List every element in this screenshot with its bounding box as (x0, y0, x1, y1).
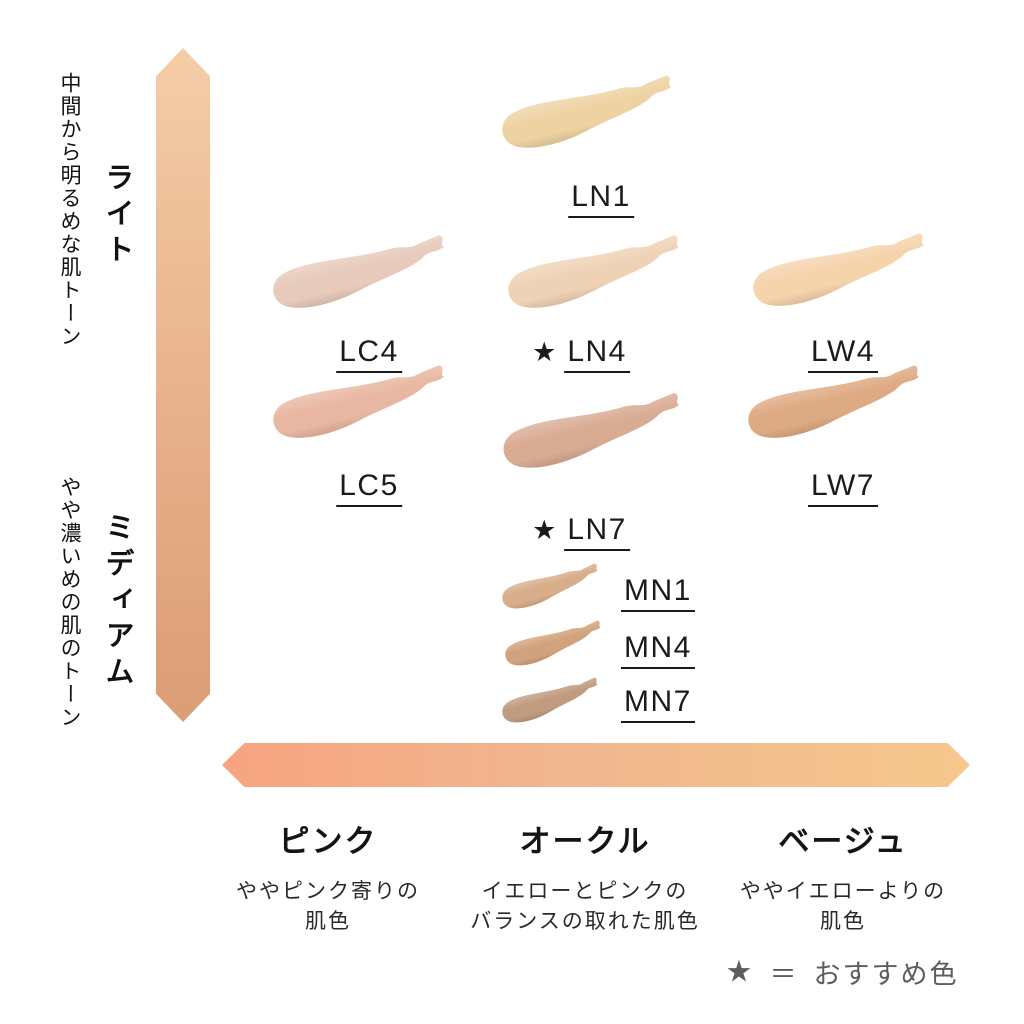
shade-label-ln1[interactable]: LN1 (568, 180, 634, 218)
shade-label-lc4[interactable]: LC4 (336, 335, 402, 373)
recommended-star-icon: ★ (532, 515, 557, 545)
category-description-line: ややイエローよりの (739, 880, 947, 903)
category-description-ochre: イエローとピンクのバランスの取れた肌色 (470, 877, 700, 937)
swatch-smear-lc4 (268, 234, 451, 314)
vertical-axis-bottom-label: ミディアム (101, 512, 133, 692)
category-description-beige: ややイエローよりの肌色 (740, 877, 946, 937)
recommended-legend: ★ ＝ おすすめ色 (726, 953, 959, 992)
swatch-smear-mn7 (499, 677, 603, 727)
shade-label-mn1[interactable]: MN1 (621, 574, 695, 612)
swatch-smear-ln1 (497, 75, 678, 154)
undertone-category-ochre: オークルイエローとピンクのバランスの取れた肌色 (470, 816, 700, 937)
shade-code: LW4 (808, 335, 878, 373)
category-description-line: 肌色 (305, 910, 351, 933)
category-description-line: ややピンク寄りの (236, 880, 420, 903)
undertone-category-pink: ピンクややピンク寄りの肌色 (236, 816, 420, 937)
vertical-axis-bottom-sublabel: やや濃いめの肌のトーン (58, 476, 81, 729)
swatch-smear-lc5 (268, 364, 451, 444)
shade-code: MN1 (621, 574, 695, 612)
shade-label-mn4[interactable]: MN4 (621, 631, 695, 669)
undertone-category-beige: ベージュややイエローよりの肌色 (740, 816, 946, 937)
category-heading-pink: ピンク (278, 824, 378, 859)
star-icon: ★ (725, 955, 755, 989)
shade-code: LC5 (336, 469, 402, 507)
category-heading-beige: ベージュ (778, 824, 908, 859)
swatch-smear-lw4 (748, 232, 931, 312)
swatch-smear-mn1 (499, 563, 603, 613)
legend-equals: ＝ (769, 959, 799, 990)
legend-text: おすすめ色 (813, 959, 959, 990)
category-description-line: イエローとピンクの (481, 880, 689, 903)
shade-code: LC4 (336, 335, 402, 373)
vertical-axis-top-label: ライト (101, 162, 133, 270)
shade-label-ln4[interactable]: ★LN4 (532, 335, 630, 373)
shade-label-lw4[interactable]: LW4 (808, 335, 878, 373)
shade-code: MN7 (621, 685, 695, 723)
shade-label-ln7[interactable]: ★LN7 (532, 513, 630, 551)
vertical-axis-top-sublabel: 中間から明るめな肌トーン (58, 72, 81, 348)
shade-label-mn7[interactable]: MN7 (621, 685, 695, 723)
shade-code: MN4 (621, 631, 695, 669)
swatch-smear-lw7 (743, 364, 926, 444)
shade-label-lc5[interactable]: LC5 (336, 469, 402, 507)
shade-code: LN7 (564, 513, 630, 551)
recommended-star-icon: ★ (532, 337, 557, 367)
swatch-smear-ln4 (503, 234, 686, 314)
category-description-pink: ややピンク寄りの肌色 (236, 877, 420, 937)
category-description-line: 肌色 (820, 910, 866, 933)
shade-code: LN1 (568, 180, 634, 218)
horizontal-undertone-arrow (222, 743, 970, 787)
shade-code: LN4 (564, 335, 630, 373)
swatch-smear-ln7 (498, 392, 687, 474)
shade-code: LW7 (808, 469, 878, 507)
category-heading-ochre: オークル (519, 824, 651, 859)
vertical-tone-arrow (156, 48, 210, 722)
shade-label-lw7[interactable]: LW7 (808, 469, 878, 507)
category-description-line: バランスの取れた肌色 (470, 910, 700, 933)
swatch-smear-mn4 (502, 620, 606, 670)
